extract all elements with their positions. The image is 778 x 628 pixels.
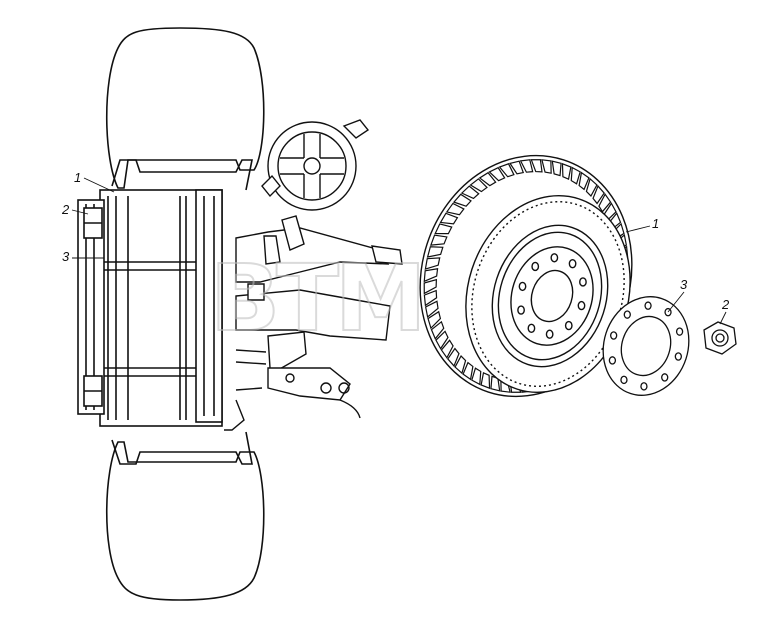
upper-tire [105, 27, 265, 189]
tread-block [469, 178, 488, 193]
tread-block [585, 177, 598, 197]
callout-right-3: 3 [680, 277, 688, 292]
stud-hole [545, 329, 554, 339]
tread-block [447, 347, 460, 368]
tread-block [490, 375, 501, 392]
watermark: BTM [210, 245, 422, 352]
wheel-nut-part [703, 321, 737, 355]
callout-left-3: 3 [62, 249, 70, 264]
rim-lower-profile [111, 431, 253, 465]
callout-right-1: 1 [652, 216, 659, 231]
axle-assembly [224, 119, 403, 431]
tread-block [423, 289, 438, 307]
tread-block [445, 202, 465, 216]
tread-block [471, 367, 482, 386]
tread-block [423, 268, 439, 283]
tread-block [570, 166, 581, 185]
ring-hole [661, 373, 669, 382]
tread-block [430, 234, 448, 246]
stud-hole [517, 305, 525, 315]
tread-block [462, 361, 474, 381]
tread-block [439, 212, 459, 225]
wheel-hub-hole [530, 269, 574, 323]
hub-ring-inner [620, 315, 672, 377]
left-callouts: 1 2 3 [61, 170, 115, 264]
suspension-bracket [267, 331, 307, 371]
tread-block [561, 162, 572, 181]
stud-hole [568, 258, 577, 269]
stud-hole [518, 281, 527, 292]
tread-block [519, 159, 534, 173]
tread-block [430, 320, 445, 340]
tread-block [488, 166, 506, 182]
ring-hole [610, 331, 618, 340]
right-callouts: 1 3 2 [625, 216, 730, 325]
stud-hole [579, 277, 587, 287]
tread-block [452, 193, 472, 207]
ring-hole [608, 356, 617, 365]
tread-block [426, 246, 444, 258]
tread-block [427, 310, 442, 330]
tread-block [454, 355, 467, 375]
stud-hole [527, 323, 536, 334]
tread-block [435, 330, 449, 350]
stud-hole [550, 253, 559, 263]
tread-block [480, 371, 491, 390]
tread-block [541, 159, 552, 174]
tread-block [498, 163, 515, 178]
stud-hole [564, 320, 573, 331]
tread-block [424, 257, 441, 270]
lower-tire [105, 441, 265, 601]
callout-right-2: 2 [721, 297, 730, 312]
tread-block [424, 300, 439, 319]
wheel-perspective [419, 154, 633, 398]
ring-hole [623, 310, 631, 319]
tread-block [478, 171, 497, 187]
tread-block [530, 159, 543, 173]
brake-drum [195, 189, 223, 423]
ring-hole [640, 382, 648, 391]
callout-left-2: 2 [61, 202, 70, 217]
ring-hole [674, 352, 682, 361]
dual-wheel-section [77, 27, 265, 601]
rim-upper-profile [111, 159, 253, 191]
tread-block [509, 160, 525, 175]
ring-hole [644, 301, 652, 310]
ring-hole [675, 327, 684, 336]
tread-block [592, 184, 605, 205]
ring-hole [620, 375, 628, 385]
tread-block [460, 185, 480, 200]
tread-block [440, 339, 454, 359]
tread-block [578, 171, 590, 191]
tread-block [551, 160, 562, 177]
stud-hole [577, 300, 586, 311]
stud-holes [517, 253, 587, 339]
tread-block [423, 278, 437, 295]
brake-chamber [267, 121, 357, 211]
tread-block [434, 223, 453, 235]
callout-left-1: 1 [74, 170, 81, 185]
stud-hole [531, 261, 540, 272]
